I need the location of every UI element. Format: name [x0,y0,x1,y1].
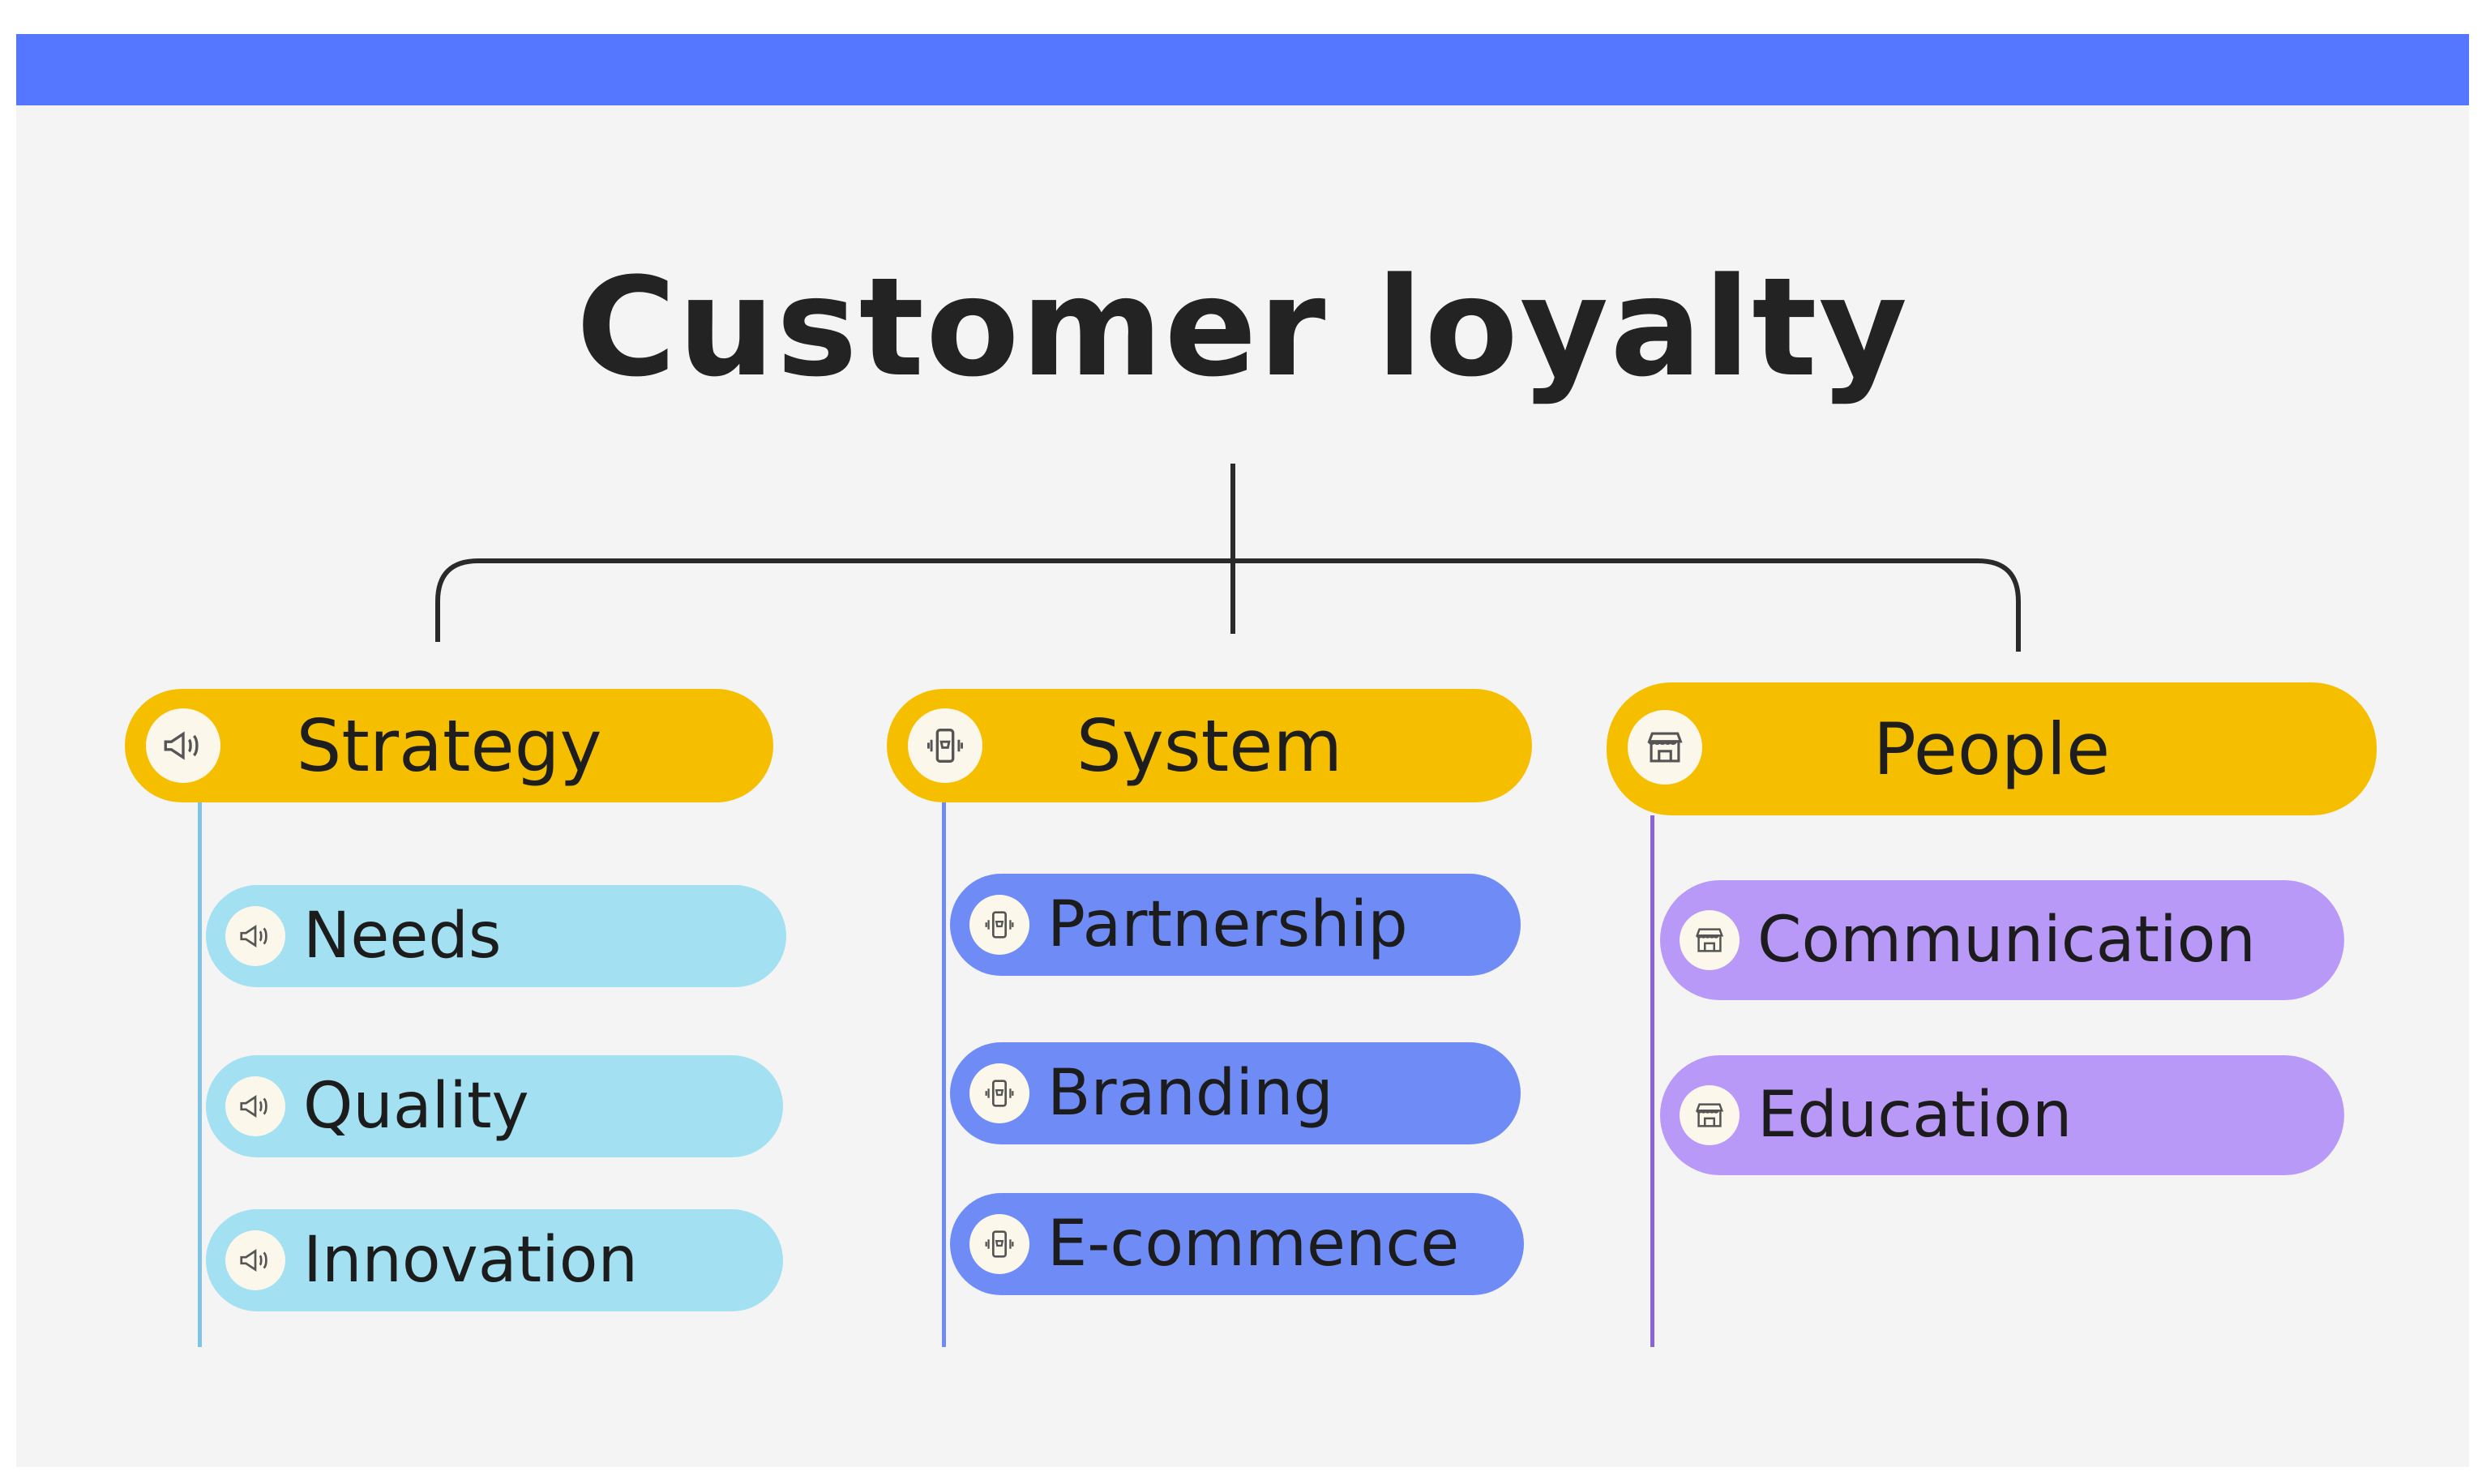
category-people[interactable]: People [1607,682,2377,815]
storefront-icon [1680,1085,1740,1145]
item-label: Innovation [303,1224,638,1297]
category-label: System [1076,704,1343,788]
category-system[interactable]: System [887,689,1532,802]
item-education[interactable]: Education [1660,1055,2344,1175]
bracket-line [435,558,2021,652]
megaphone-icon [225,906,285,966]
megaphone-icon [146,708,220,783]
item-label: Partnership [1047,888,1408,961]
item-e-commence[interactable]: E-commence [950,1193,1524,1295]
connector-lines [435,464,2021,652]
strategy-branch-line [198,802,202,1347]
mobile-shopping-icon [969,895,1029,955]
item-quality[interactable]: Quality [206,1055,783,1157]
item-label: Communication [1757,904,2256,977]
category-label: People [1872,707,2111,791]
category-label: Strategy [296,704,602,788]
mobile-shopping-icon [908,708,982,783]
diagram-title: Customer loyalty [576,248,1910,407]
item-label: E-commence [1047,1208,1460,1281]
item-branding[interactable]: Branding [950,1042,1521,1144]
item-label: Branding [1047,1057,1333,1130]
storefront-icon [1680,910,1740,970]
top-banner [16,34,2469,105]
item-label: Needs [303,900,502,973]
people-branch-line [1650,815,1654,1347]
item-label: Quality [303,1070,529,1143]
item-partnership[interactable]: Partnership [950,874,1521,976]
mobile-shopping-icon [969,1063,1029,1123]
storefront-icon [1628,710,1702,785]
megaphone-icon [225,1230,285,1290]
category-strategy[interactable]: Strategy [125,689,773,802]
item-communication[interactable]: Communication [1660,880,2344,1000]
mobile-shopping-icon [969,1214,1029,1274]
item-needs[interactable]: Needs [206,885,786,987]
item-label: Education [1757,1079,2073,1152]
system-branch-line [942,802,946,1347]
diagram-canvas: Customer loyalty Strategy Needs Quality … [16,34,2469,1467]
megaphone-icon [225,1076,285,1136]
item-innovation[interactable]: Innovation [206,1209,783,1311]
